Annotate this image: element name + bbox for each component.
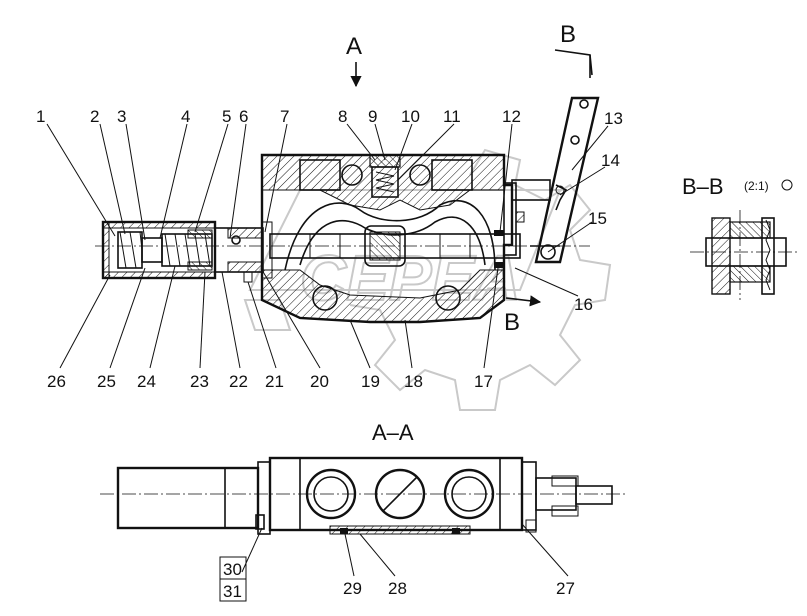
part-label: 19 (361, 372, 380, 391)
part-label: 6 (239, 107, 248, 126)
part-label: 2 (90, 107, 99, 126)
part-labels-bottom: 26 25 24 23 22 21 20 19 18 17 (47, 372, 493, 391)
part-label: 13 (604, 109, 623, 128)
part-label: 18 (404, 372, 423, 391)
part-label: 17 (474, 372, 493, 391)
part-label: 27 (556, 579, 575, 598)
section-bb-view: B–B (2:1) (682, 174, 800, 300)
part-label-boxed: 30 (223, 560, 242, 579)
part-labels-top: 1 2 3 4 5 6 7 8 9 10 11 12 13 14 15 16 (36, 107, 623, 314)
part-label: 9 (368, 107, 377, 126)
part-label-boxed: 31 (223, 582, 242, 601)
part-label: 14 (601, 151, 620, 170)
part-label: 5 (222, 107, 231, 126)
part-label: 24 (137, 372, 156, 391)
section-b-marker-bottom: B (504, 309, 520, 336)
part-label: 29 (343, 579, 362, 598)
section-b-marker-top: B (560, 21, 576, 48)
part-label: 11 (443, 107, 461, 126)
section-bb-title: B–B (682, 174, 724, 199)
part-label: 1 (36, 107, 45, 126)
section-bb-scale: (2:1) (744, 179, 769, 193)
part-label: 16 (574, 295, 593, 314)
part-label: 20 (310, 372, 329, 391)
part-label: 4 (181, 107, 190, 126)
part-label: 10 (401, 107, 420, 126)
part-label: 15 (588, 209, 607, 228)
part-label: 25 (97, 372, 116, 391)
part-label: 7 (280, 107, 289, 126)
part-label: 22 (229, 372, 248, 391)
part-label: 28 (388, 579, 407, 598)
main-section-view: A (95, 21, 600, 336)
part-label: 21 (265, 372, 284, 391)
section-aa-title: A–A (372, 420, 414, 445)
part-label: 26 (47, 372, 66, 391)
part-label: 23 (190, 372, 209, 391)
part-label: 3 (117, 107, 126, 126)
part-label: 8 (338, 107, 347, 126)
section-aa-view: A–A (100, 420, 625, 535)
view-a-label: A (346, 33, 362, 60)
part-label: 12 (502, 107, 521, 126)
aa-part-labels: 29 28 27 30 31 (219, 523, 575, 602)
leader-lines (46, 123, 609, 369)
